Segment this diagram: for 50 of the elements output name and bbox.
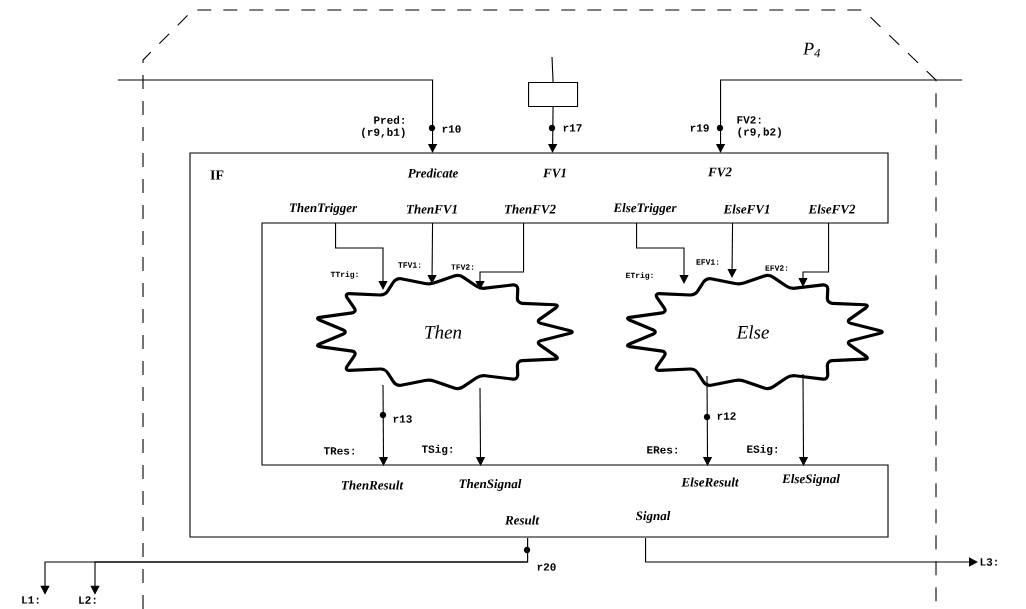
port-name: Pred: (r9,b1)	[362, 115, 405, 139]
port-name: ESig:	[747, 444, 777, 456]
arrow	[548, 106, 558, 153]
port-name: ETrig:	[626, 272, 653, 280]
port-label: FV2	[708, 167, 732, 177]
edge-label: r17	[561, 123, 584, 133]
empty-box	[528, 82, 579, 108]
port-label: ThenTrigger	[289, 203, 358, 215]
port-name: TSig:	[421, 444, 452, 456]
arrow	[727, 222, 737, 278]
port-name: L1:	[22, 596, 39, 604]
region-label: P$_{4}$	[803, 42, 821, 58]
port-name: L3:	[980, 558, 997, 566]
port-label: Result	[505, 515, 540, 525]
port-label: ThenFV2	[504, 204, 556, 214]
arrow	[335, 222, 388, 290]
port-label: Predicate	[407, 168, 458, 178]
port-label: ElseFV2	[808, 204, 856, 214]
port-name: TRes:	[323, 447, 354, 455]
arrow	[117, 79, 438, 153]
port-label: ThenSignal	[459, 479, 522, 491]
port-name: EFV2:	[765, 265, 788, 271]
arrow	[798, 222, 830, 287]
port-name: L2:	[79, 596, 96, 604]
port-label: ElseSignal	[782, 474, 840, 486]
edge-label: r19	[688, 123, 711, 133]
port-name: TFV1:	[398, 262, 421, 268]
edge-label: r13	[391, 414, 414, 424]
port-label: ThenFV1	[406, 204, 457, 214]
region-outline	[142, 9, 937, 609]
arrow	[645, 537, 978, 567]
arrow	[475, 222, 525, 290]
port-label: ThenResult	[341, 480, 404, 490]
arrow	[427, 222, 437, 284]
edge-label: r12	[715, 411, 738, 421]
process-box	[189, 152, 889, 538]
port-label: ElseTrigger	[613, 203, 677, 215]
port-label: ElseResult	[681, 477, 739, 487]
arrow	[636, 222, 689, 284]
port-label: IF	[210, 170, 224, 180]
edge-label: r20	[535, 562, 558, 572]
port-name: TFV2:	[451, 264, 474, 270]
port-label: Signal	[635, 511, 671, 523]
port-name: ERes:	[647, 446, 677, 454]
port-label: ElseFV1	[723, 204, 770, 214]
edge-label: r10	[440, 124, 463, 134]
port-label: FV1	[543, 168, 566, 178]
port-name: FV2: (r9,b2)	[737, 116, 781, 138]
port-name: TTrig:	[330, 271, 358, 279]
port-name: EFV1:	[696, 259, 719, 265]
